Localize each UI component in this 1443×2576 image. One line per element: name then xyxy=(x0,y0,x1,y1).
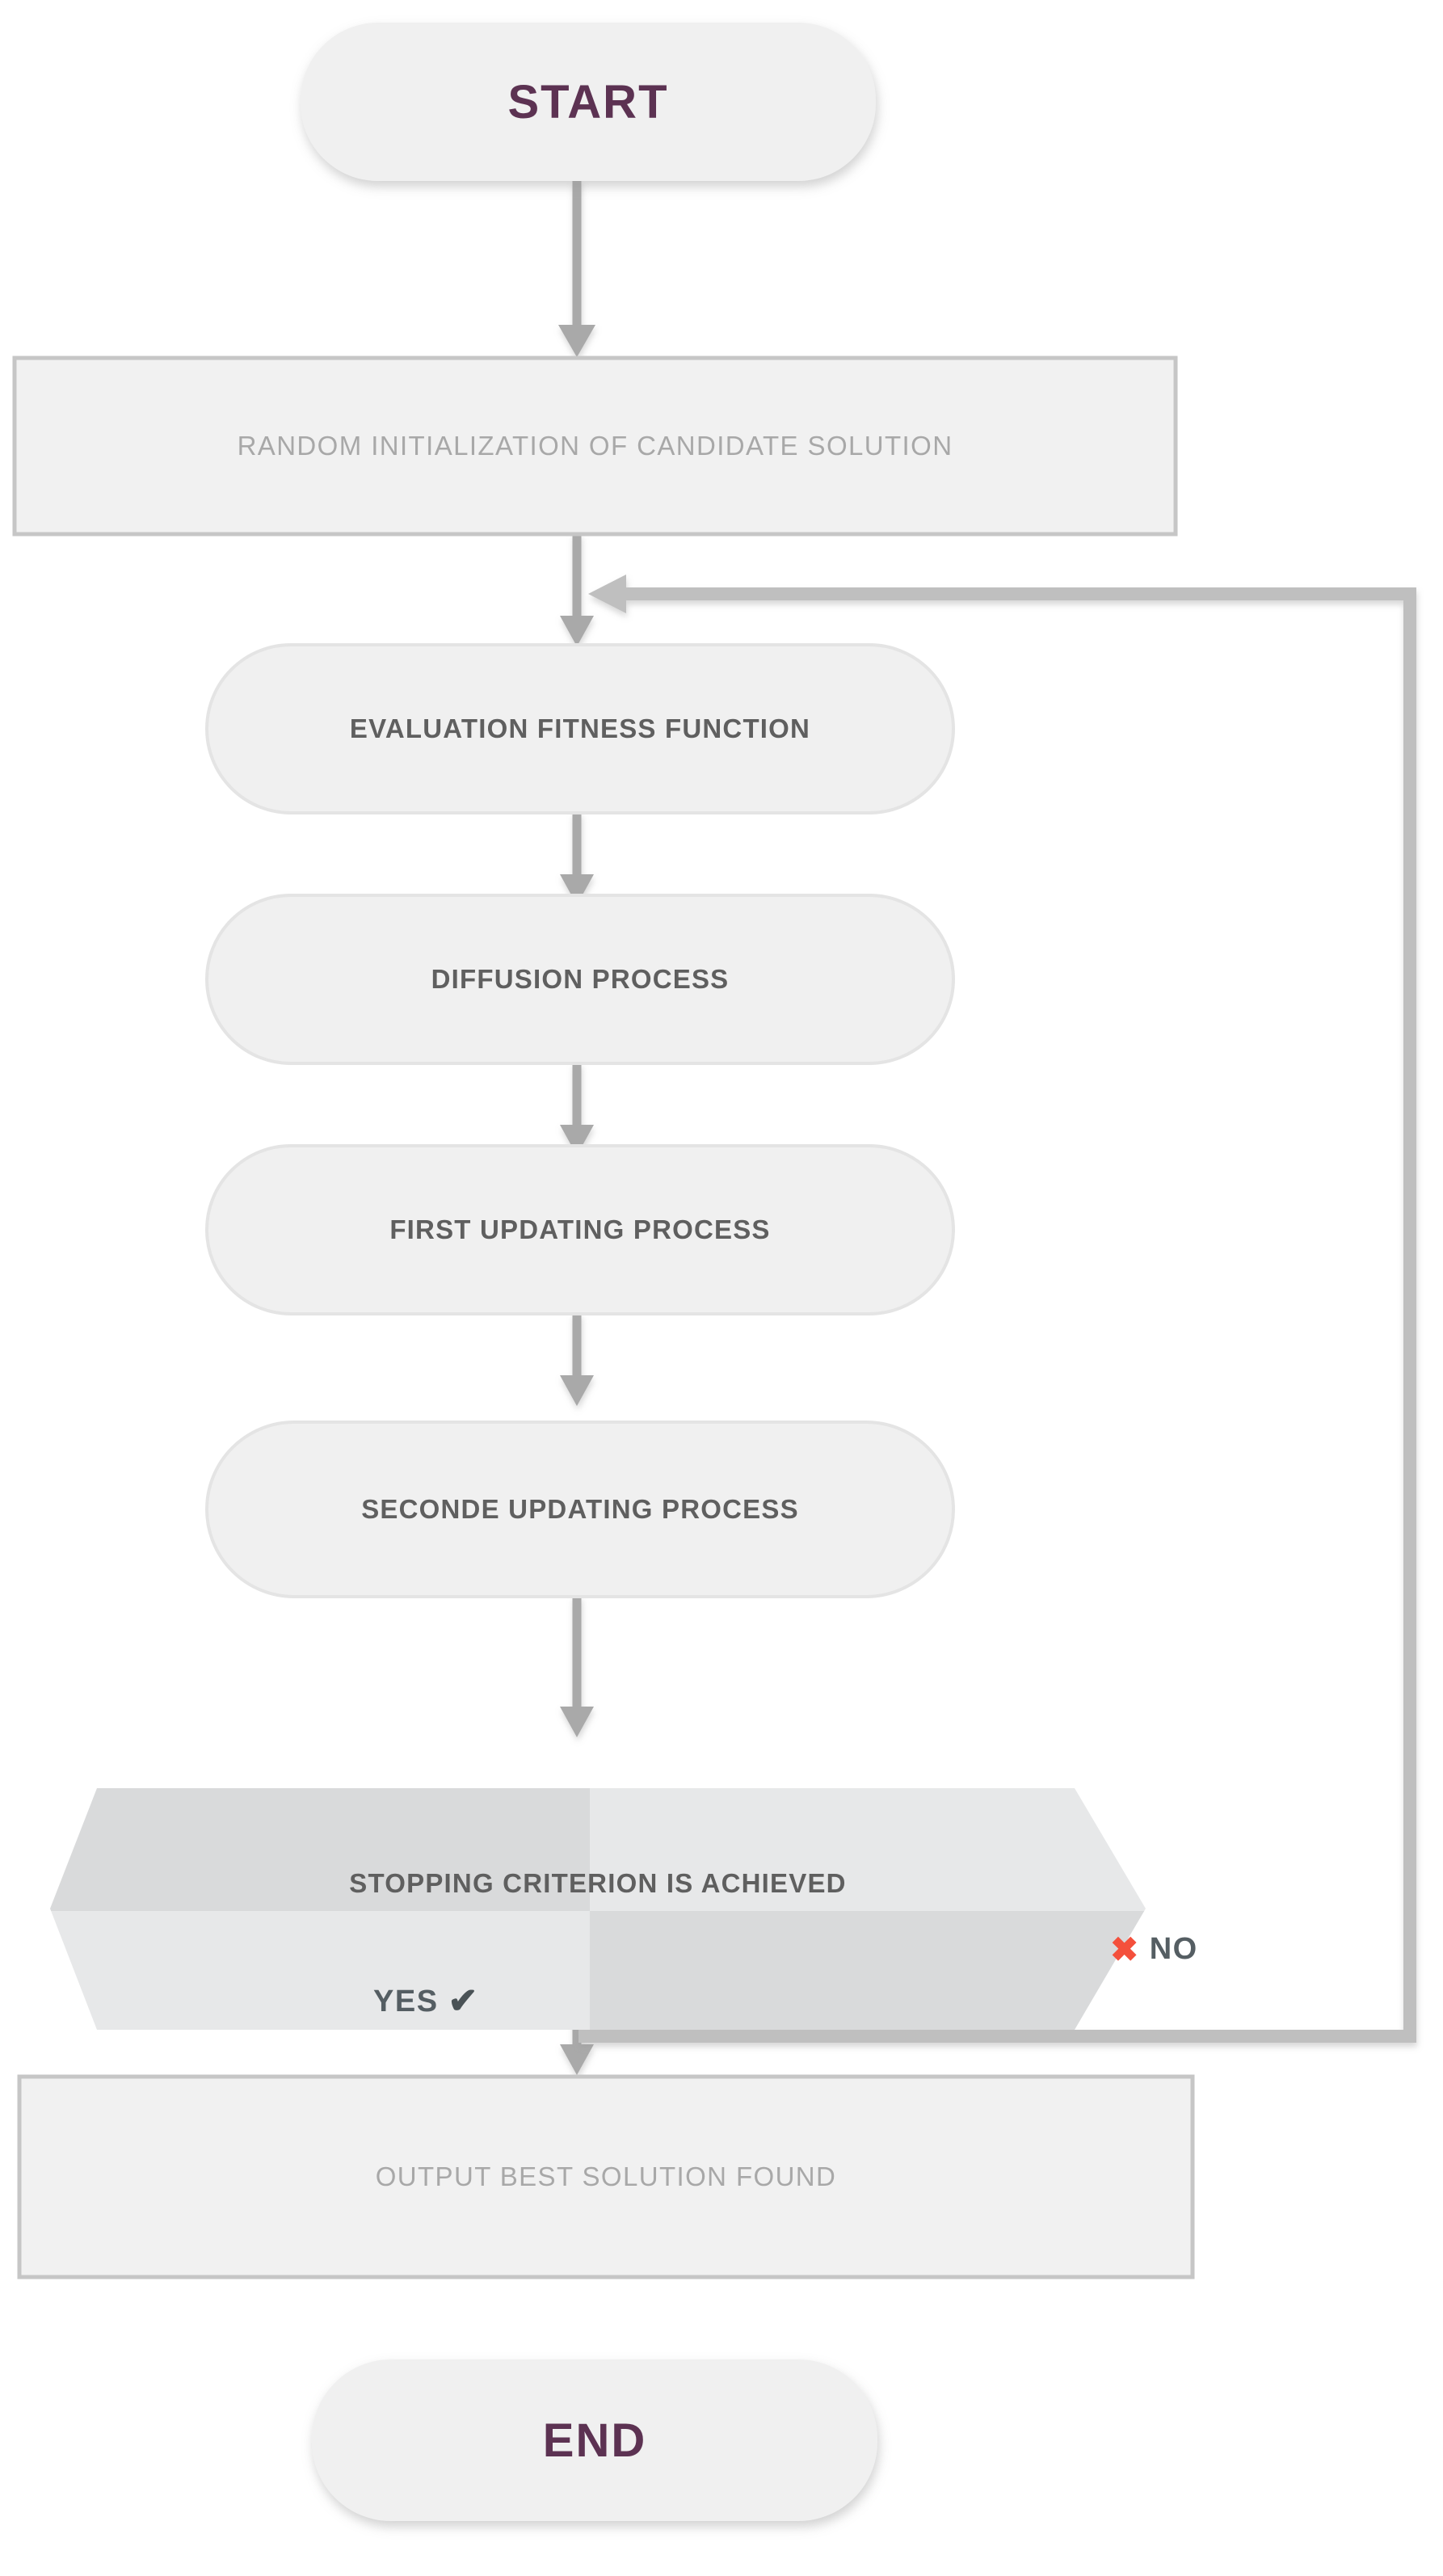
branch-yes-text: YES xyxy=(373,1984,439,2018)
node-random-initialization[interactable] xyxy=(12,356,1178,537)
check-icon: ✔ xyxy=(448,1981,479,2021)
connector-start-to-init xyxy=(558,179,595,357)
node-output-best-solution[interactable] xyxy=(17,2074,1195,2279)
node-seconde-updating-process[interactable] xyxy=(205,1421,955,1598)
node-stopping-criterion[interactable] xyxy=(32,1778,1163,2044)
connector-init-to-evaluate xyxy=(560,533,594,646)
branch-label-yes: YES ✔ xyxy=(373,1984,479,2019)
cross-icon: ✖ xyxy=(1110,1930,1140,1968)
node-first-updating-process[interactable] xyxy=(205,1144,955,1315)
connector-decision-no-loop xyxy=(578,575,1416,2043)
connector-diffusion-to-update1 xyxy=(560,1063,594,1155)
node-diffusion-process[interactable] xyxy=(205,894,955,1065)
connector-evaluate-to-diffusion xyxy=(560,812,594,905)
node-evaluation-fitness-function[interactable] xyxy=(205,643,955,814)
connector-update2-to-decision xyxy=(560,1596,594,1737)
branch-no-text: NO xyxy=(1149,1932,1198,1966)
node-start[interactable] xyxy=(301,23,876,181)
connector-update1-to-update2 xyxy=(560,1313,594,1406)
branch-label-no: ✖ NO xyxy=(1110,1932,1198,1967)
node-end[interactable] xyxy=(312,2359,877,2521)
